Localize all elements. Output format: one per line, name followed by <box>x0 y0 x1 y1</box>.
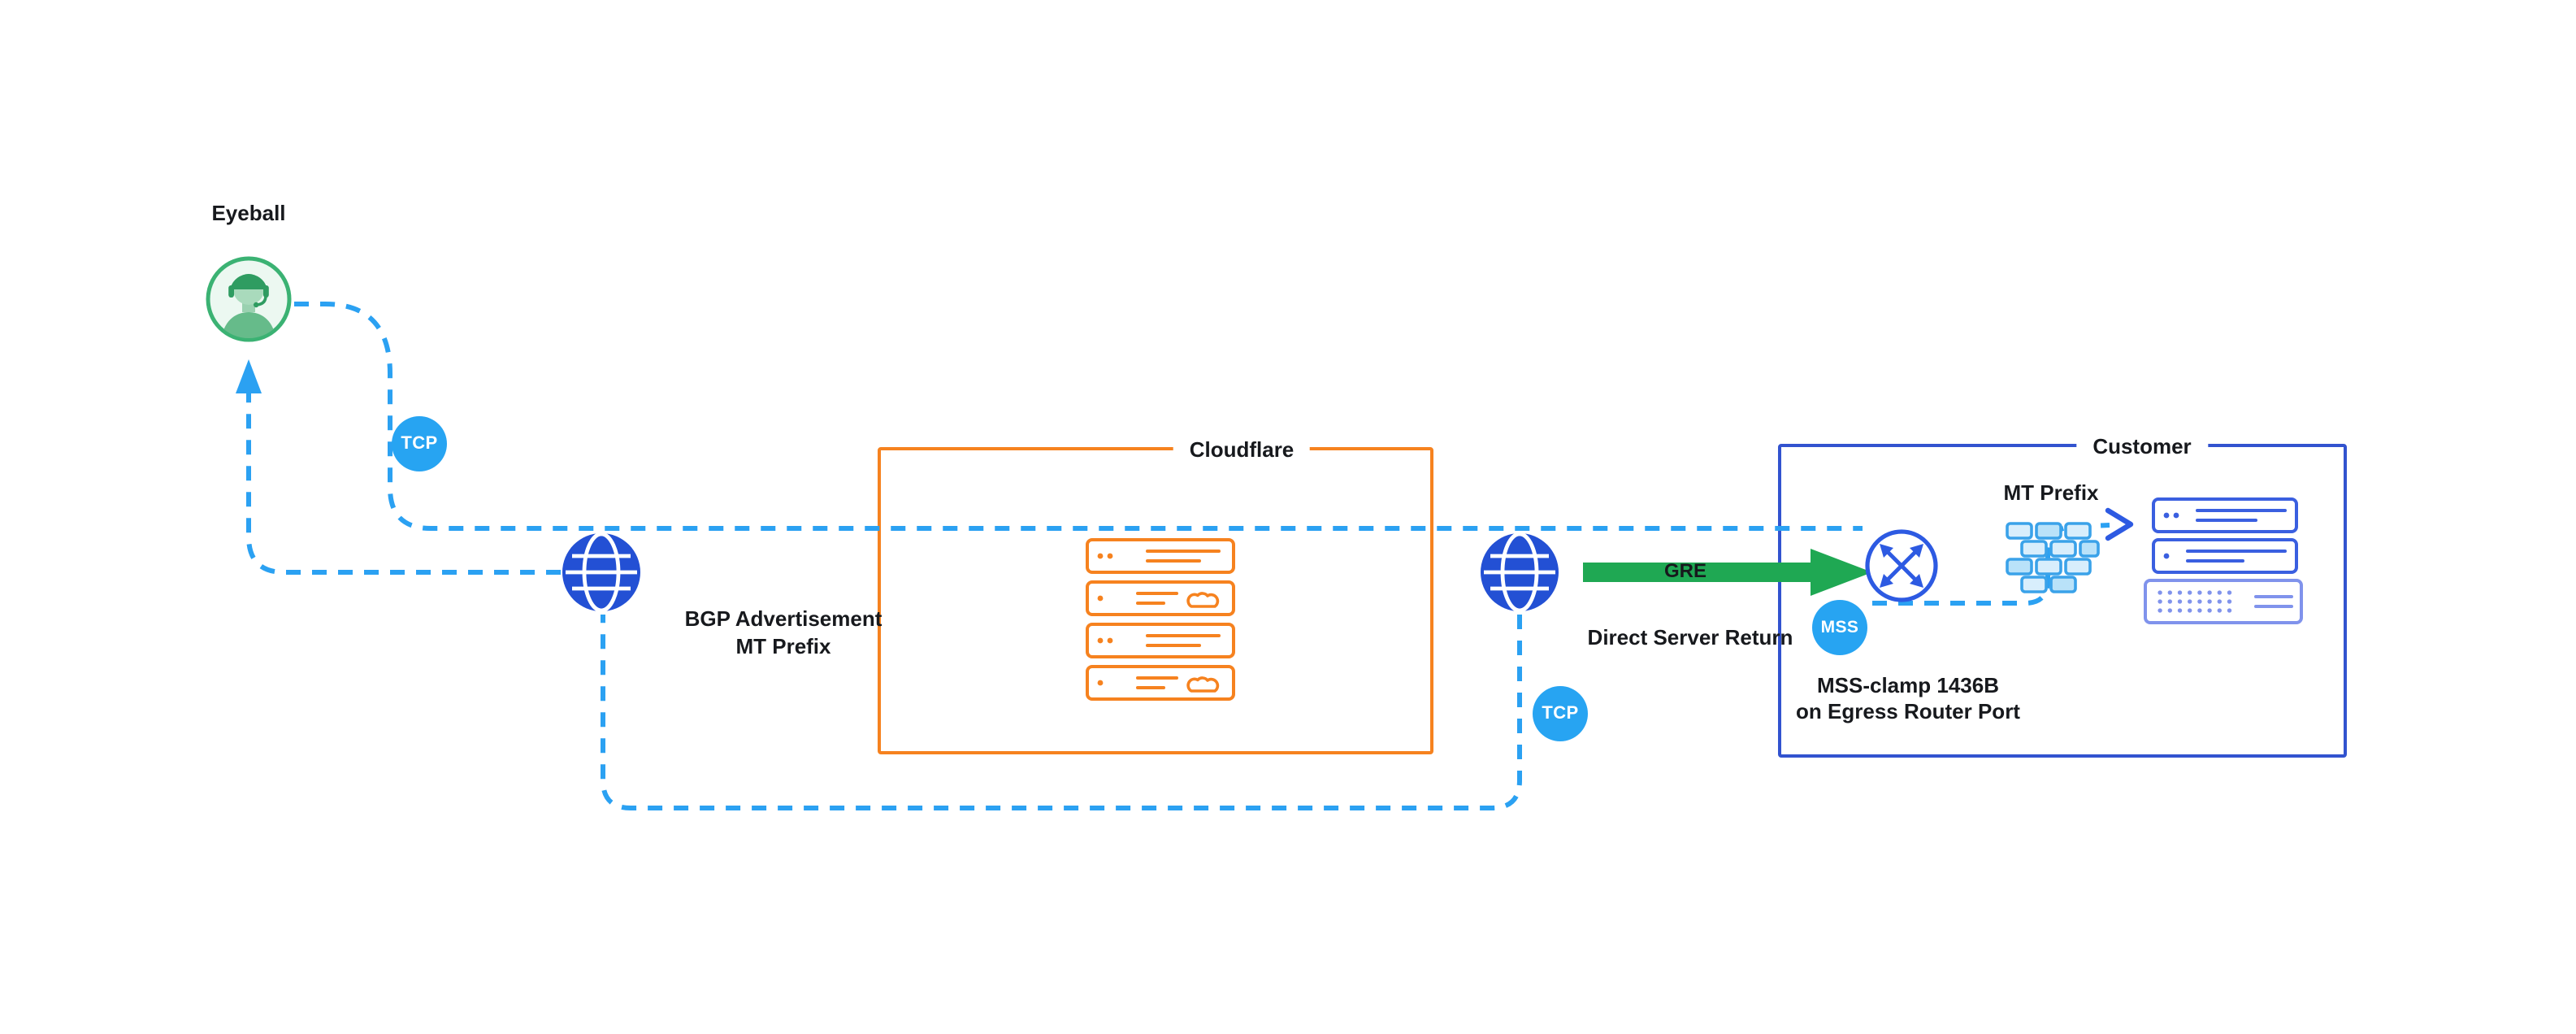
globe-icon-right <box>1477 530 1562 615</box>
mss-clamp-line1: MSS-clamp 1436B <box>1817 673 1999 697</box>
tcp-badge-return: TCP <box>1533 686 1588 741</box>
direct-server-return-path <box>601 615 1522 810</box>
return-to-eyeball-path <box>246 392 561 575</box>
mss-badge: MSS <box>1812 600 1867 655</box>
customer-box-title: Customer <box>2076 432 2208 460</box>
router-arrows-icon <box>1861 525 1942 606</box>
mss-clamp-line2: on Egress Router Port <box>1796 699 2020 723</box>
direct-server-return-label: Direct Server Return <box>1587 625 1793 650</box>
headset-person-icon <box>203 254 294 345</box>
up-arrowhead-icon <box>236 359 262 393</box>
bgp-line1: BGP Advertisement <box>684 606 883 631</box>
mss-clamp-label: MSS-clamp 1436B on Egress Router Port <box>1796 673 2020 725</box>
customer-box: Customer <box>1778 432 2347 758</box>
bgp-advertisement-label: BGP Advertisement MT Prefix <box>685 605 883 660</box>
cloudflare-box-title: Cloudflare <box>1173 436 1311 463</box>
eyeball-label: Eyeball <box>211 201 286 225</box>
server-rack-icon <box>2142 496 2305 632</box>
cloudflare-box: Cloudflare <box>878 436 1433 754</box>
globe-icon-left <box>559 530 644 615</box>
server-stack-icon <box>1082 537 1238 706</box>
customer-internal-path <box>1872 523 2110 606</box>
firewall-brick-wall-icon <box>2006 522 2100 597</box>
tcp-badge-ingress: TCP <box>392 416 447 471</box>
bgp-line2: MT Prefix <box>735 634 831 658</box>
mt-prefix-label: MT Prefix <box>2003 480 2099 505</box>
gre-label: GRE <box>1663 559 1707 582</box>
ingress-path <box>294 302 1863 531</box>
chevron-right-icon <box>2105 507 2134 541</box>
gre-arrow-icon <box>1583 546 1876 598</box>
